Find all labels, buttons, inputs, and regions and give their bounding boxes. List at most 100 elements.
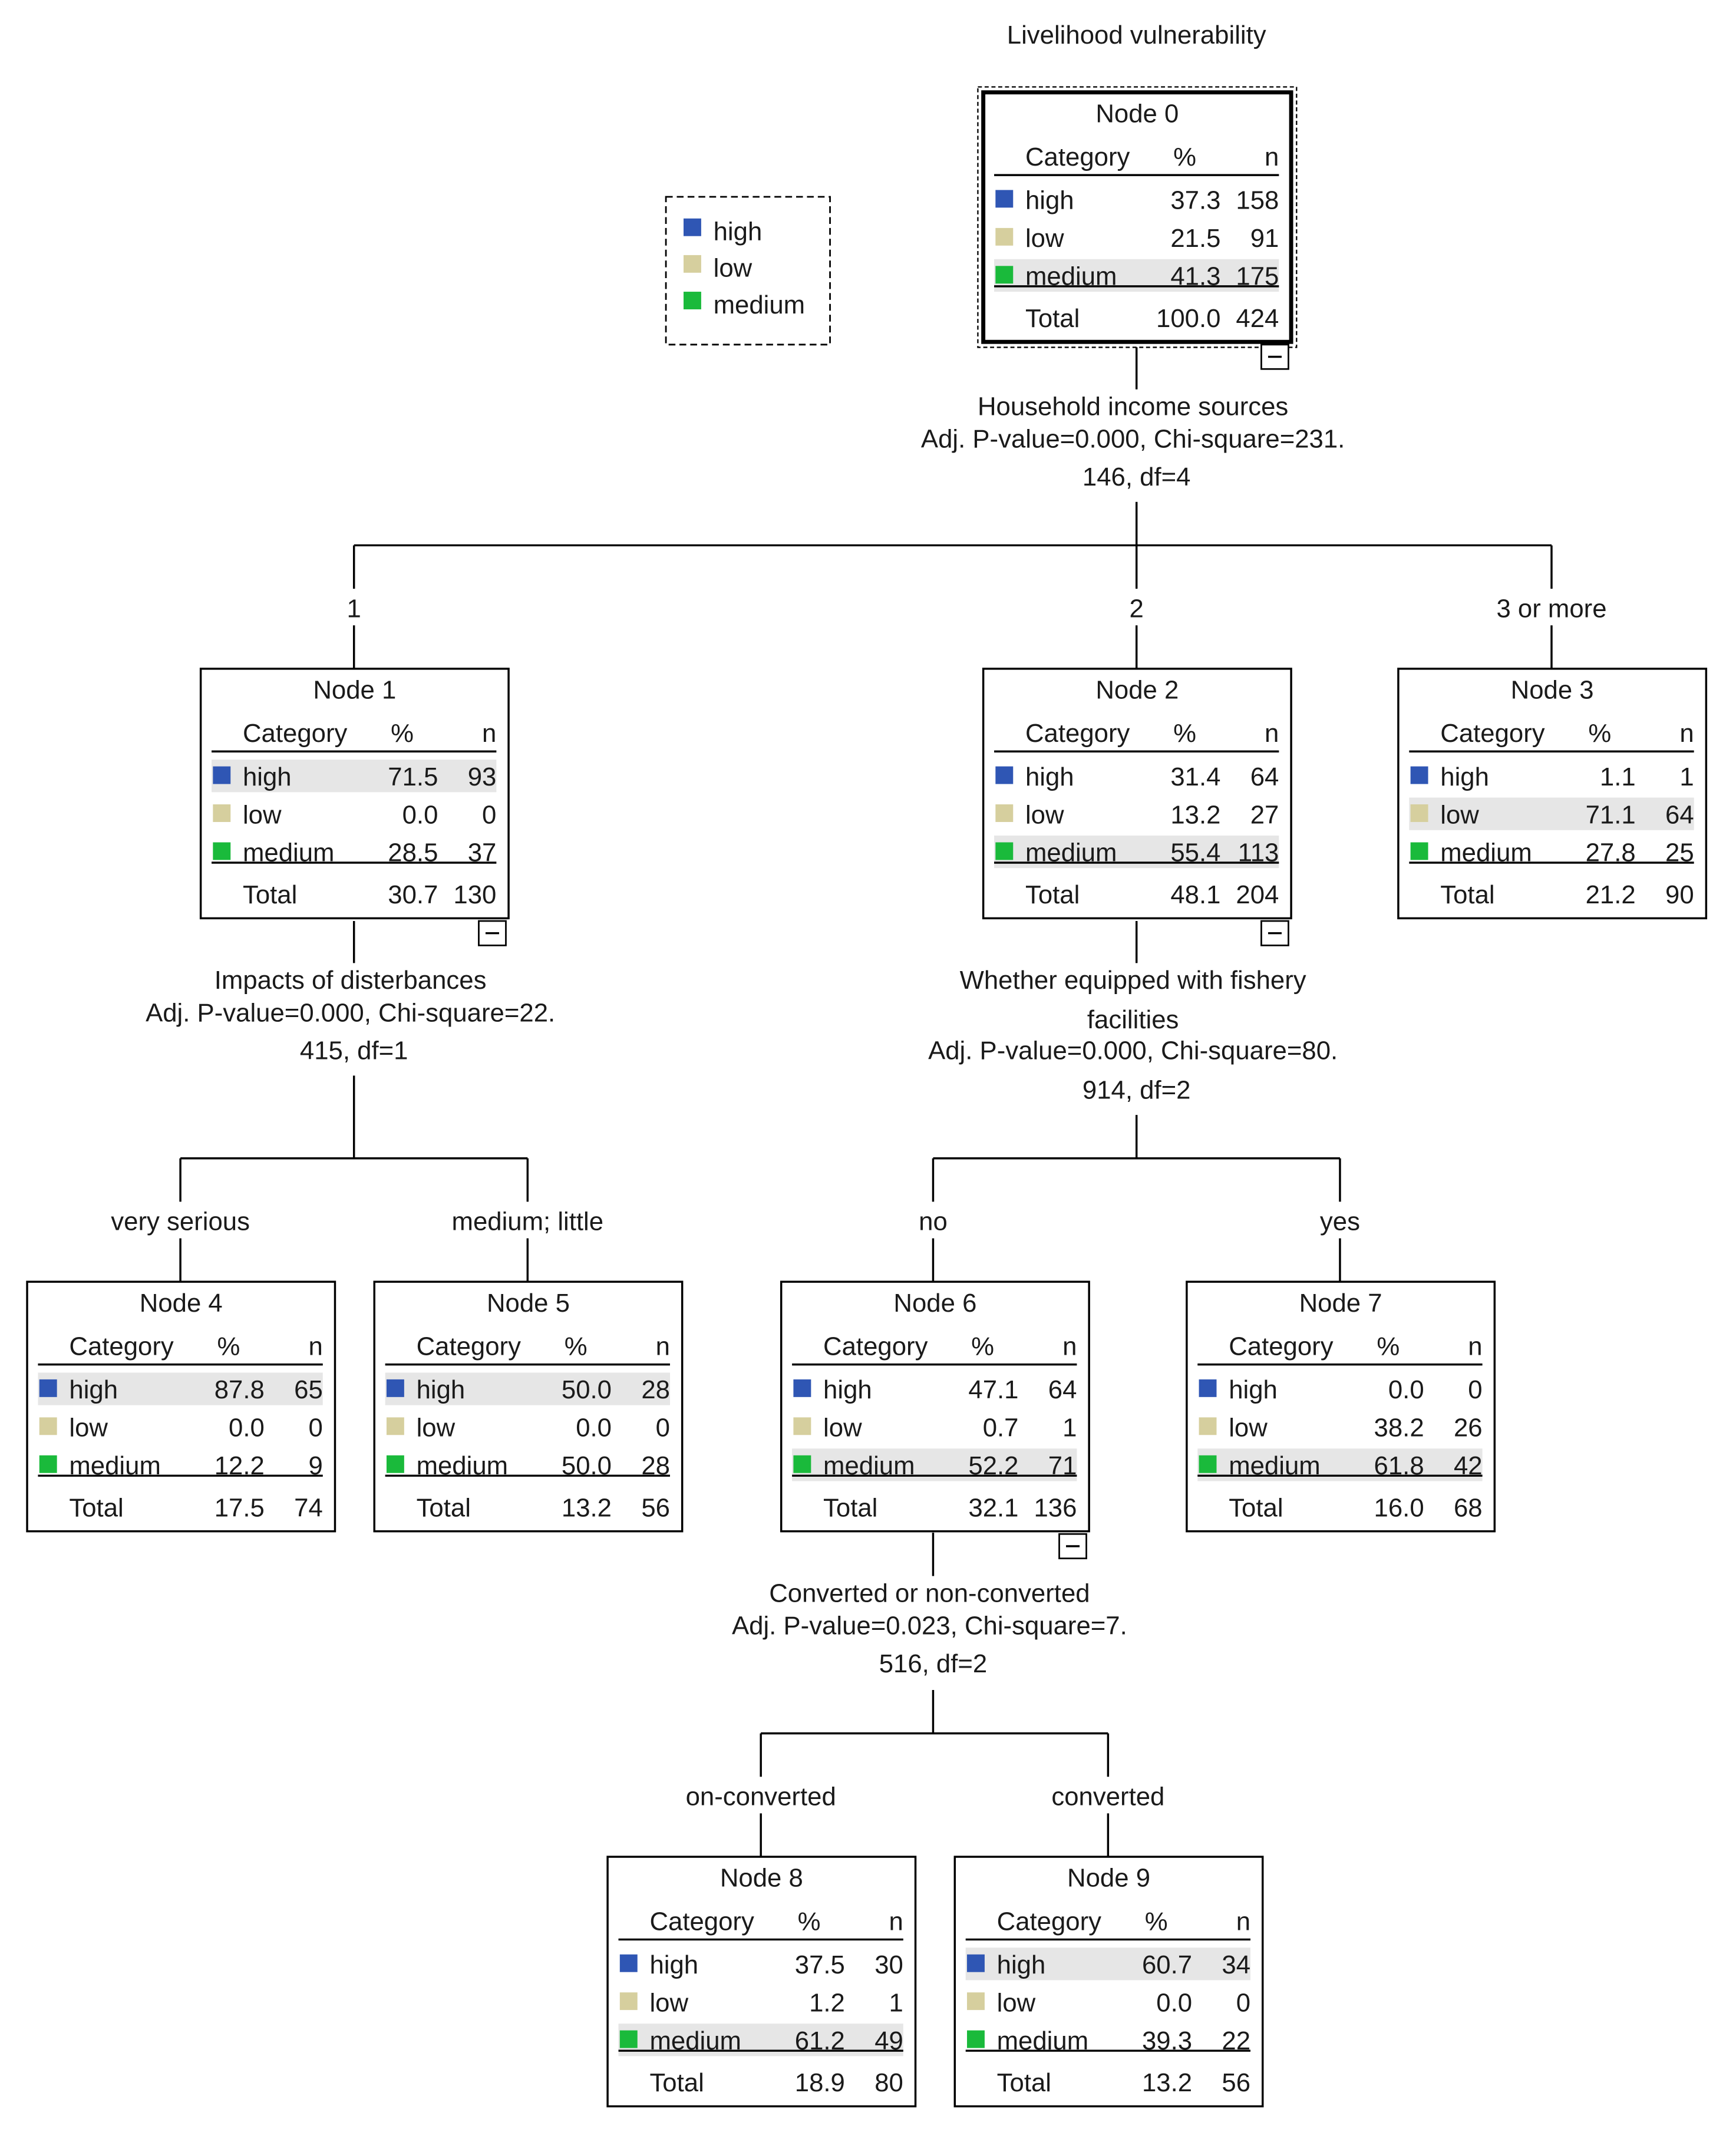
- header-n: n: [1062, 1332, 1077, 1361]
- category-percent: 38.2: [1374, 1414, 1424, 1442]
- category-swatch-medium: [995, 266, 1014, 284]
- highlight-row: [385, 1372, 670, 1405]
- header-category: Category: [997, 1907, 1102, 1936]
- legend-swatch-high: [683, 218, 701, 236]
- total-percent: 100.0: [1156, 304, 1220, 333]
- collapse-toggle-icon[interactable]: [1260, 344, 1289, 370]
- header-n: n: [1265, 143, 1279, 171]
- split-line: Impacts of disterbances: [214, 966, 487, 995]
- total-percent: 32.1: [968, 1493, 1018, 1522]
- header-percent: %: [217, 1332, 240, 1361]
- node-title: Node 6: [893, 1289, 976, 1318]
- total-label: Total: [997, 2068, 1051, 2097]
- node-title: Node 8: [720, 1864, 803, 1893]
- category-label: low: [1440, 800, 1479, 829]
- connector-node-1: [179, 920, 529, 1282]
- category-swatch-medium: [1410, 842, 1428, 860]
- category-label: high: [649, 1950, 698, 1979]
- header-percent: %: [391, 719, 414, 748]
- category-swatch-medium: [213, 842, 231, 860]
- split-line: Adj. P-value=0.000, Chi-square=22.: [146, 998, 555, 1027]
- total-count: 68: [1454, 1493, 1483, 1522]
- node-title: Node 1: [313, 676, 396, 705]
- node-frame: [26, 1280, 336, 1533]
- total-label: Total: [1229, 1493, 1283, 1522]
- split-line: Converted or non-converted: [769, 1579, 1090, 1607]
- category-swatch-high: [39, 1379, 57, 1397]
- category-swatch-low: [995, 227, 1014, 246]
- category-count: 0: [1236, 1988, 1250, 2017]
- header-percent: %: [1377, 1332, 1400, 1361]
- node-title: Node 9: [1067, 1864, 1150, 1893]
- category-swatch-low: [386, 1417, 404, 1435]
- branch-label-node-3: 3 or more: [1496, 594, 1606, 623]
- category-swatch-high: [995, 766, 1014, 784]
- total-count: 204: [1236, 880, 1279, 909]
- split-label-node-6: Converted or non-converted Adj. P-value=…: [732, 1579, 1134, 1678]
- split-line: Whether equipped with fishery: [960, 966, 1306, 995]
- header-percent: %: [1173, 143, 1196, 171]
- node-frame: [373, 1280, 684, 1533]
- total-label: Total: [1025, 880, 1080, 909]
- category-percent: 47.1: [968, 1375, 1018, 1404]
- total-label: Total: [1025, 304, 1080, 333]
- category-percent: 0.0: [576, 1414, 612, 1442]
- total-percent: 18.9: [795, 2068, 845, 2097]
- total-percent: 16.0: [1374, 1493, 1424, 1522]
- category-count: 0: [308, 1414, 322, 1442]
- collapse-toggle-icon[interactable]: [1260, 920, 1289, 946]
- category-percent: 60.7: [1142, 1950, 1192, 1979]
- category-swatch-high: [1410, 766, 1428, 784]
- total-count: 90: [1665, 880, 1694, 909]
- category-label: low: [1025, 800, 1064, 829]
- category-percent: 87.8: [214, 1375, 265, 1404]
- total-percent: 48.1: [1170, 880, 1220, 909]
- header-n: n: [1265, 719, 1279, 748]
- highlight-row: [212, 760, 497, 793]
- category-percent: 21.5: [1170, 224, 1220, 253]
- header-percent: %: [1588, 719, 1611, 748]
- collapse-toggle-icon[interactable]: [1058, 1533, 1087, 1560]
- total-percent: 13.2: [562, 1493, 612, 1522]
- total-percent: 13.2: [1142, 2068, 1192, 2097]
- total-label: Total: [1440, 880, 1494, 909]
- legend: high low medium: [665, 196, 831, 346]
- category-swatch-medium: [619, 2030, 638, 2048]
- category-percent: 31.4: [1170, 762, 1220, 791]
- category-count: 64: [1250, 762, 1279, 791]
- branch-label-node-1: 1: [347, 594, 361, 623]
- node-title: Node 7: [1299, 1289, 1382, 1318]
- header-n: n: [656, 1332, 670, 1361]
- category-label: low: [997, 1988, 1036, 2017]
- category-swatch-medium: [1199, 1455, 1217, 1473]
- node-frame: [1186, 1280, 1496, 1533]
- category-swatch-high: [967, 1954, 985, 1972]
- category-label: low: [417, 1414, 456, 1442]
- category-percent: 0.0: [229, 1414, 265, 1442]
- category-swatch-low: [39, 1417, 57, 1435]
- legend-item-high: high: [683, 217, 762, 246]
- node-frame: [606, 1856, 917, 2108]
- header-category: Category: [823, 1332, 928, 1361]
- node-title: Node 5: [487, 1289, 570, 1318]
- category-percent: 0.0: [1388, 1375, 1424, 1404]
- total-count: 136: [1034, 1493, 1077, 1522]
- connector-node-0: [352, 347, 1553, 669]
- collapse-toggle-icon[interactable]: [478, 920, 507, 946]
- category-count: 0: [482, 800, 496, 829]
- node-frame: [981, 90, 1293, 344]
- category-percent: 71.5: [388, 762, 438, 791]
- split-line: Household income sources: [978, 392, 1288, 421]
- highlight-row: [38, 1372, 323, 1405]
